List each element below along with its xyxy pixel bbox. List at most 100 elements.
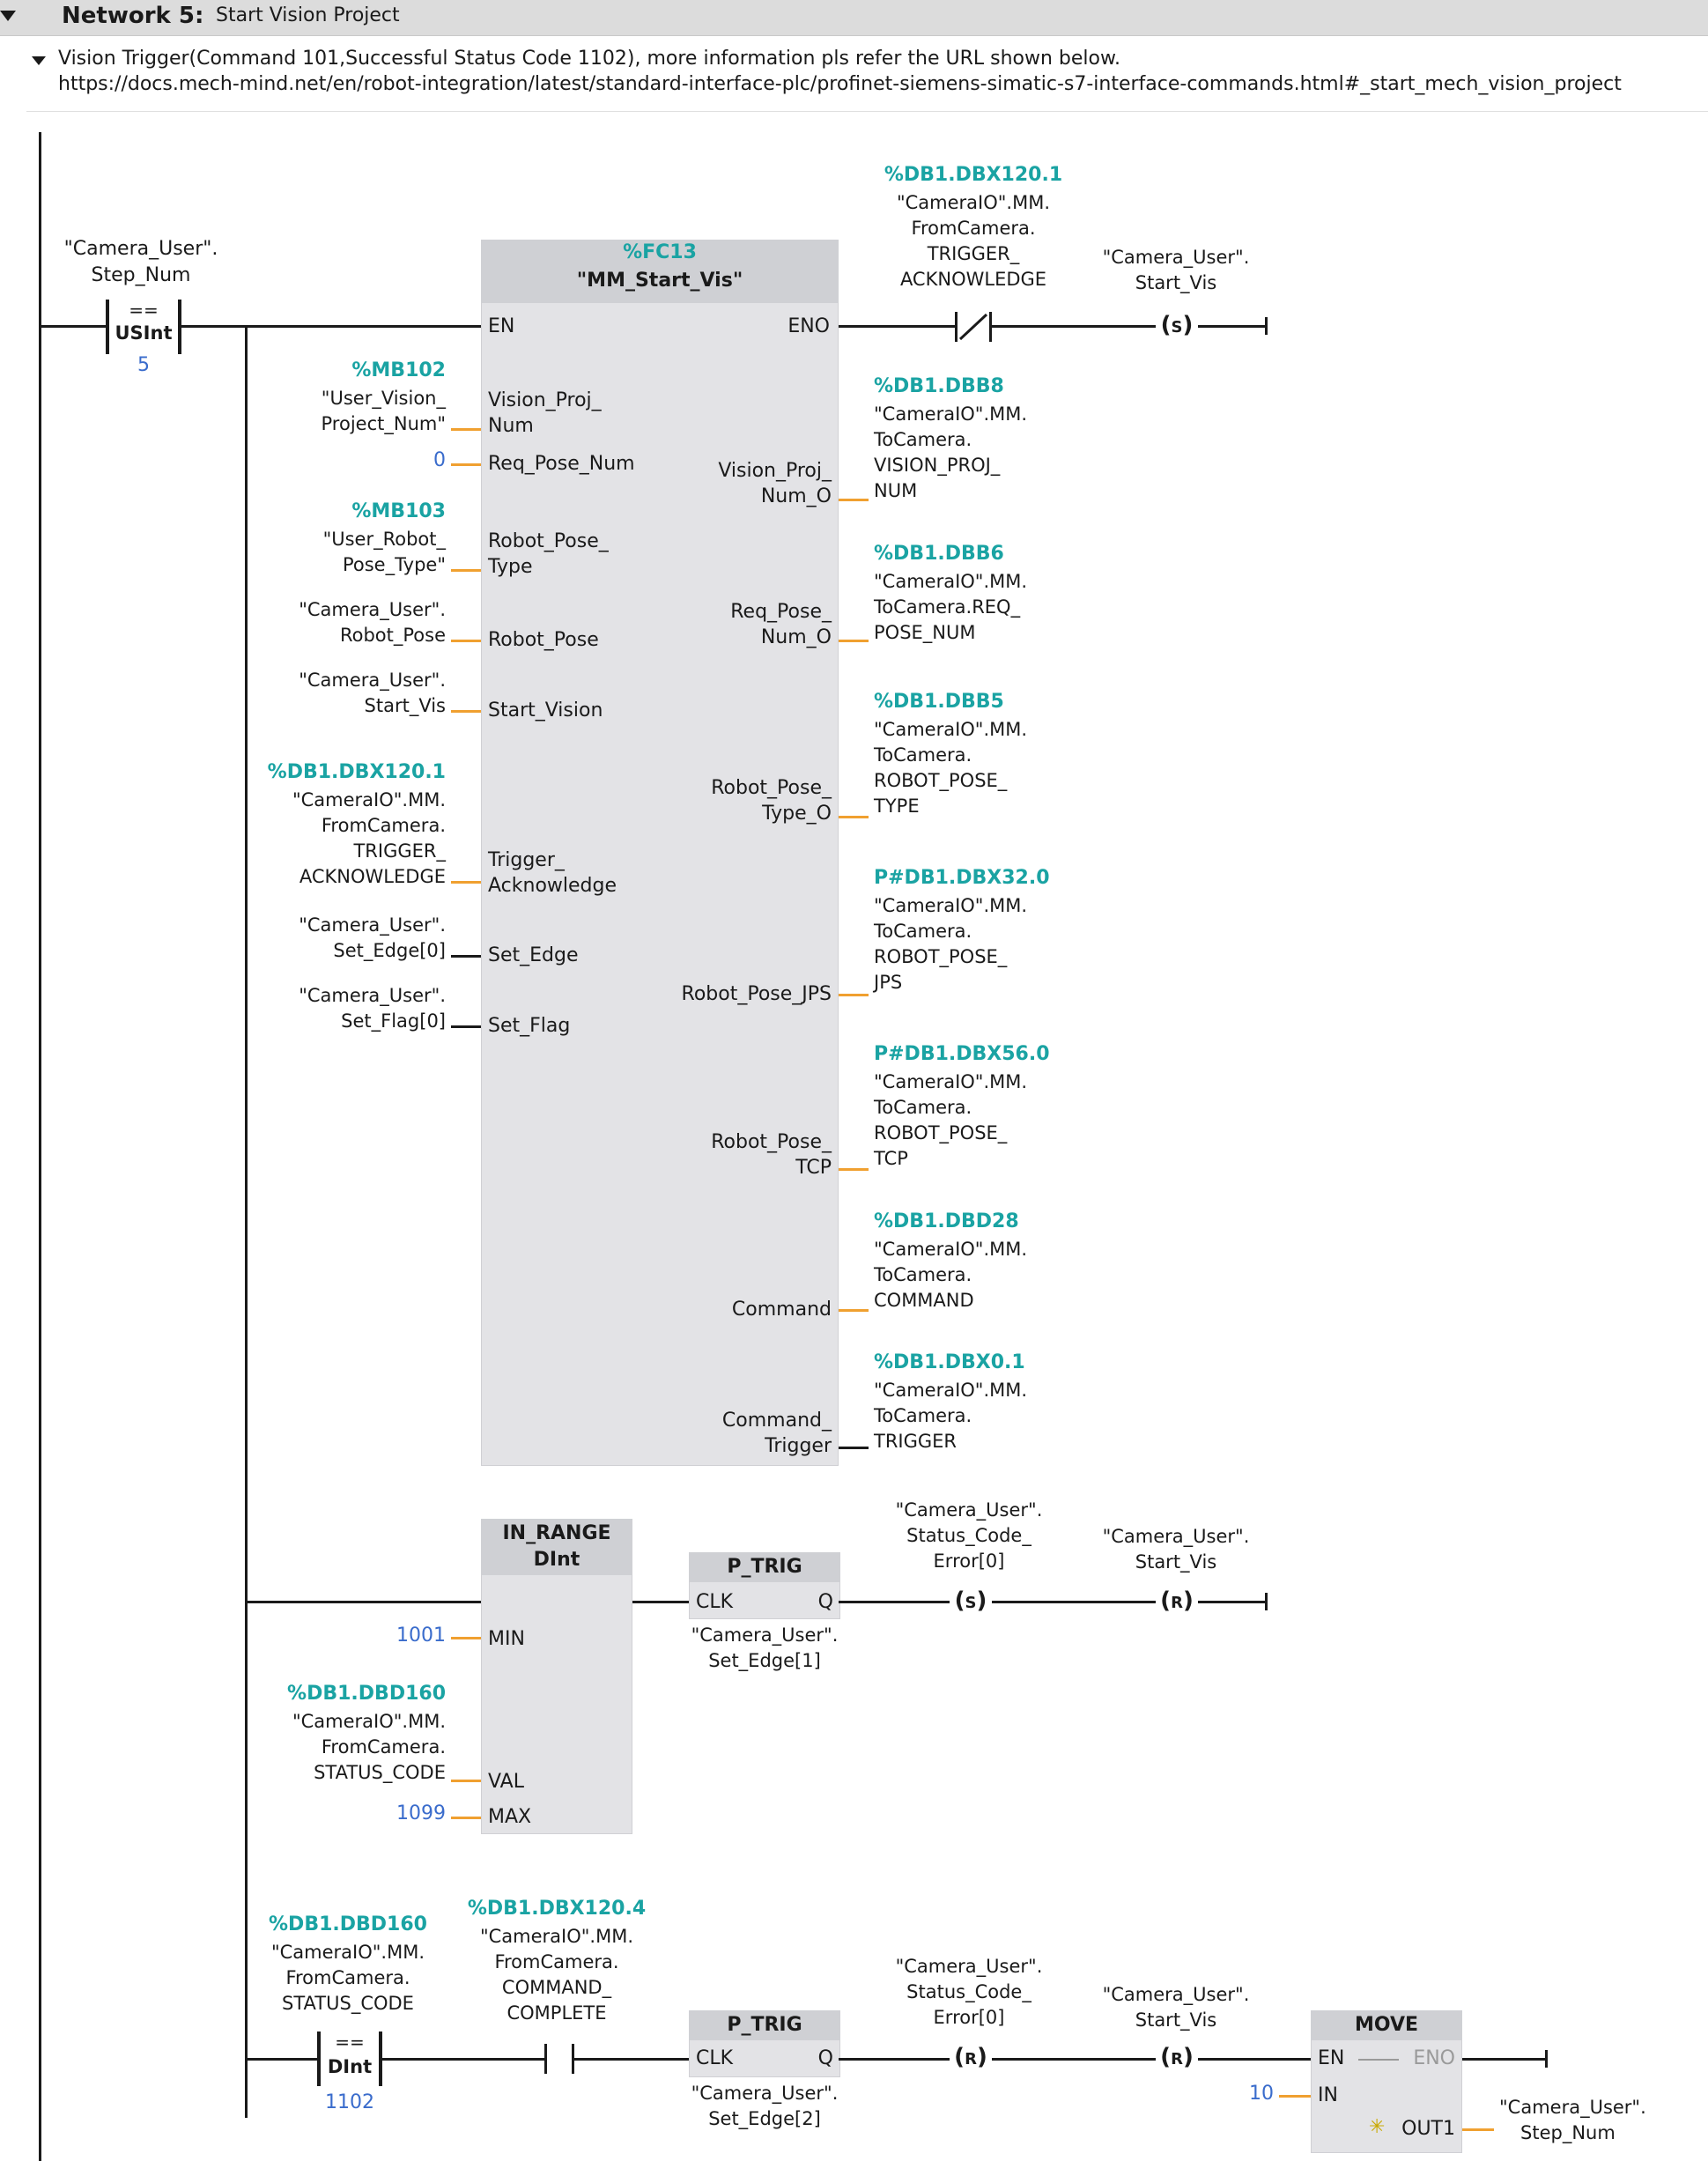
out-command-trigger-l2: ToCamera. <box>874 1405 972 1426</box>
in-robot-pose-tag[interactable]: "Camera_User". Robot_Pose <box>176 597 446 648</box>
fc13-block[interactable] <box>481 240 839 1466</box>
network-comment-line1[interactable]: Vision Trigger(Command 101,Successful St… <box>58 48 1120 70</box>
coil1-set[interactable]: (S) <box>1156 310 1198 343</box>
rung2-coil2-tag[interactable]: "Camera_User". Start_Vis <box>1075 1524 1277 1575</box>
out-req-pose-wire <box>839 640 869 642</box>
cmp2-value[interactable]: 1102 <box>325 2091 374 2113</box>
cmp1-type[interactable]: USInt <box>115 322 173 344</box>
out-command-trigger-tag[interactable]: "CameraIO".MM. ToCamera. TRIGGER <box>874 1378 1027 1454</box>
in-range-max-value[interactable]: 1099 <box>396 1802 446 1824</box>
rung3-coil1-reset[interactable]: (R) <box>950 2042 992 2075</box>
add-output-icon[interactable]: ✳ <box>1369 2116 1386 2138</box>
p-trig-1-tag[interactable]: "Camera_User". Set_Edge[1] <box>662 1623 867 1674</box>
no-contact[interactable] <box>544 2044 574 2074</box>
rung3-coil1-left-paren: ( <box>954 2044 965 2070</box>
rung2-coil1-symbol: S <box>965 1594 977 1612</box>
in-trigger-ack-tag[interactable]: "CameraIO".MM. FromCamera. TRIGGER_ ACKN… <box>176 788 446 890</box>
no-contact-addr: %DB1.DBX120.4 <box>467 1898 647 1920</box>
no-contact-l4: COMPLETE <box>506 2002 607 2024</box>
in-range-type[interactable]: DInt <box>533 1549 580 1571</box>
in-vision-proj-l2: Project_Num" <box>321 413 446 434</box>
collapse-network-icon[interactable] <box>0 11 16 21</box>
rung3-coil2-reset[interactable]: (R) <box>1156 2042 1198 2075</box>
in-robot-pose-type-addr: %MB103 <box>351 500 446 522</box>
in-req-pose-value[interactable]: 0 <box>433 449 446 471</box>
in-set-edge-tag[interactable]: "Camera_User". Set_Edge[0] <box>176 913 446 964</box>
p-trig-2-header <box>689 2010 840 2040</box>
out-command-trigger-l3: TRIGGER <box>874 1431 958 1452</box>
move-internal-wire <box>1358 2059 1399 2061</box>
nc-contact[interactable] <box>955 312 992 342</box>
collapse-comment-icon[interactable] <box>32 56 46 65</box>
p-trig-2-tag[interactable]: "Camera_User". Set_Edge[2] <box>662 2081 867 2132</box>
in-trigger-ack-l3: TRIGGER_ <box>353 840 446 862</box>
out-vision-proj-tag[interactable]: "CameraIO".MM. ToCamera. VISION_PROJ_ NU… <box>874 402 1027 504</box>
out-command-tag[interactable]: "CameraIO".MM. ToCamera. COMMAND <box>874 1237 1027 1314</box>
coil1-tag[interactable]: "Camera_User". Start_Vis <box>1075 245 1277 296</box>
out-req-pose-l2: ToCamera.REQ_ <box>874 596 1021 618</box>
rung2-wire-a <box>245 1601 481 1603</box>
cmp2-l3: STATUS_CODE <box>282 1993 414 2014</box>
rung3-wire-d <box>839 2058 950 2061</box>
out-robot-pose-type-l2: ToCamera. <box>874 744 972 766</box>
rung2-coil1-left-paren: ( <box>954 1587 965 1614</box>
out-robot-pose-tcp-tag[interactable]: "CameraIO".MM. ToCamera. ROBOT_POSE_ TCP <box>874 1069 1027 1172</box>
move-in-pin: IN <box>1318 2084 1338 2106</box>
rung2-coil1-set[interactable]: (S) <box>950 1586 992 1618</box>
rung2-coil2-l2: Start_Vis <box>1135 1551 1217 1573</box>
rung2-coil2-l1: "Camera_User". <box>1102 1526 1250 1547</box>
rung2-coil2-reset[interactable]: (R) <box>1156 1586 1198 1618</box>
network-comment-url[interactable]: https://docs.mech-mind.net/en/robot-inte… <box>58 73 1622 95</box>
pin-vision-proj-num-o-l2: Num_O <box>760 485 832 507</box>
rung3-coil2-tag[interactable]: "Camera_User". Start_Vis <box>1075 1982 1277 2033</box>
out-robot-pose-tcp-l3: ROBOT_POSE_ <box>874 1122 1008 1143</box>
cmp1-variable[interactable]: "Camera_User". Step_Num <box>53 236 229 289</box>
in-start-vis-tag[interactable]: "Camera_User". Start_Vis <box>176 668 446 719</box>
in-range-val-l2: FromCamera. <box>321 1736 446 1758</box>
in-range-val-l1: "CameraIO".MM. <box>292 1711 446 1732</box>
move-out-l1: "Camera_User". <box>1499 2097 1646 2118</box>
no-contact-tag[interactable]: "CameraIO".MM. FromCamera. COMMAND_ COMP… <box>451 1924 662 2026</box>
coil1-left-paren: ( <box>1160 312 1172 338</box>
rung3-coil1-tag[interactable]: "Camera_User". Status_Code_ Error[0] <box>863 1954 1075 2031</box>
in-range-min-value[interactable]: 1001 <box>396 1624 446 1647</box>
in-robot-pose-type-tag[interactable]: "User_Robot_ Pose_Type" <box>176 527 446 578</box>
out-robot-pose-tcp-l2: ToCamera. <box>874 1097 972 1118</box>
out-robot-pose-jps-tag[interactable]: "CameraIO".MM. ToCamera. ROBOT_POSE_ JPS <box>874 893 1027 995</box>
cmp2-right-bar <box>379 2031 382 2086</box>
cmp2-tag[interactable]: "CameraIO".MM. FromCamera. STATUS_CODE <box>238 1940 458 2017</box>
pin-robot-pose-jps: Robot_Pose_JPS <box>681 983 832 1005</box>
in-set-flag-tag[interactable]: "Camera_User". Set_Flag[0] <box>176 983 446 1034</box>
pin-set-flag: Set_Flag <box>488 1015 571 1037</box>
network-title[interactable]: Start Vision Project <box>216 4 400 26</box>
in-range-val-tag[interactable]: "CameraIO".MM. FromCamera. STATUS_CODE <box>176 1709 446 1786</box>
in-robot-pose-wire <box>451 640 481 642</box>
fc13-name[interactable]: "MM_Start_Vis" <box>576 270 743 292</box>
nc-contact-tag[interactable]: "CameraIO".MM. FromCamera. TRIGGER_ ACKN… <box>863 190 1083 292</box>
network-header[interactable] <box>0 0 1708 36</box>
in-robot-pose-l1: "Camera_User". <box>299 599 446 620</box>
fc13-address[interactable]: %FC13 <box>623 241 697 263</box>
rung2-wire-d <box>992 1601 1156 1603</box>
in-trigger-ack-wire <box>451 881 481 884</box>
in-range-header <box>481 1519 632 1575</box>
rung2-wire-c <box>839 1601 950 1603</box>
in-vision-proj-tag[interactable]: "User_Vision_ Project_Num" <box>176 386 446 437</box>
in-req-pose-wire <box>451 463 481 466</box>
pin-req-pose-num-o: Req_Pose_ Num_O <box>669 599 832 650</box>
out-robot-pose-type-tag[interactable]: "CameraIO".MM. ToCamera. ROBOT_POSE_ TYP… <box>874 717 1027 819</box>
pin-robot-pose-type-o: Robot_Pose_ Type_O <box>669 775 832 826</box>
move-in-value[interactable]: 10 <box>1249 2083 1274 2105</box>
cmp1-value[interactable]: 5 <box>137 354 150 376</box>
out-req-pose-tag[interactable]: "CameraIO".MM. ToCamera.REQ_ POSE_NUM <box>874 569 1027 646</box>
out-vision-proj-l2: ToCamera. <box>874 429 972 450</box>
pin-command-trigger-l1: Command_ <box>721 1410 832 1432</box>
out-vision-proj-addr: %DB1.DBB8 <box>874 375 1004 397</box>
rung1-wire-a <box>39 325 107 328</box>
rung3-wire-a <box>245 2058 319 2061</box>
rung2-coil1-tag[interactable]: "Camera_User". Status_Code_ Error[0] <box>863 1498 1075 1574</box>
cmp2-type[interactable]: DInt <box>327 2056 373 2077</box>
out-command-l2: ToCamera. <box>874 1264 972 1285</box>
move-out-tag[interactable]: "Camera_User". Step_Num <box>1499 2095 1646 2146</box>
